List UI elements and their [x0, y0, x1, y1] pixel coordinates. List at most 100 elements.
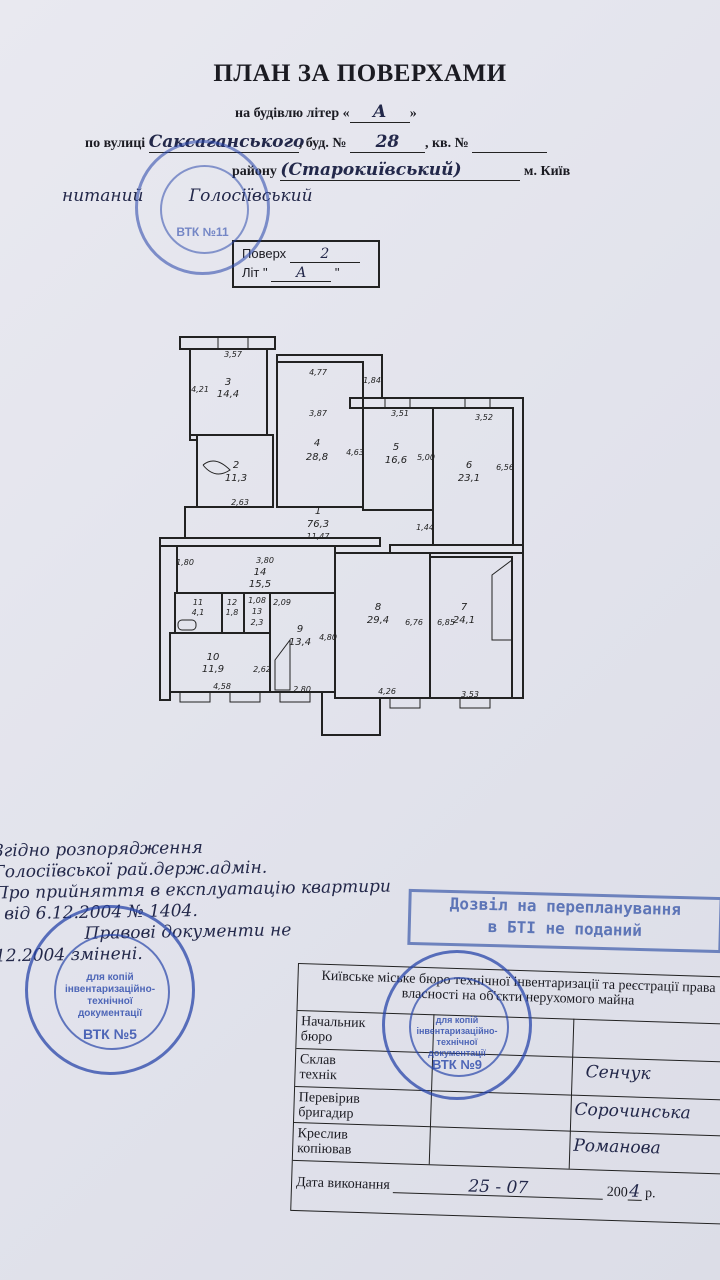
- dimension: 6,76: [405, 618, 423, 627]
- dimension: 3,87: [309, 409, 328, 418]
- room-area: 76,3: [307, 519, 329, 530]
- windows: [179, 336, 491, 709]
- stamp-vtk-5: для копій інвентаризаційно-технічної док…: [25, 905, 195, 1075]
- stamp-vtk-11: ВТК №11: [135, 140, 270, 275]
- room-number: 8: [375, 602, 381, 613]
- room-number: 4: [314, 438, 320, 449]
- document-title: ПЛАН ЗА ПОВЕРХАМИ: [213, 60, 507, 87]
- building-letter-label: на будівлю літер «: [235, 106, 350, 121]
- apartment-value: [472, 136, 548, 153]
- stamp-name: ВТК №9: [431, 1057, 483, 1072]
- room-4-outline: [276, 361, 364, 508]
- bathtub-11: [177, 619, 197, 631]
- room-area: 2,3: [251, 618, 264, 627]
- date-label: Дата виконання: [295, 1175, 391, 1193]
- dimension: 4,26: [378, 687, 396, 696]
- city-label: м. Київ: [523, 164, 571, 179]
- dimension: 4,58: [213, 682, 231, 691]
- room-number: 6: [466, 460, 472, 471]
- room-number: 14: [254, 567, 267, 578]
- room-number: 2: [233, 460, 239, 471]
- room-number: 5: [393, 442, 399, 453]
- redevelopment-stamp: Дозвіл на перепланування в БТІ не подани…: [407, 888, 720, 954]
- room-labels: 314,4 4 28,8 5 16,6 6 23,1 2 11,3 1 76,3 1415…: [192, 377, 481, 675]
- role-label: Начальник бюро: [300, 1014, 366, 1046]
- role-label: Перевірив бригадир: [298, 1090, 361, 1122]
- building-letter-close: »: [409, 106, 417, 121]
- dimension: 3,57: [224, 350, 243, 359]
- dimension: 11,47: [307, 532, 331, 541]
- room-number: 10: [207, 652, 220, 663]
- room-number: 7: [461, 602, 468, 613]
- room-number: 11: [193, 598, 203, 607]
- signer-name: Сорочинська: [574, 1099, 691, 1124]
- room-2-outline: [196, 434, 274, 508]
- district-note-label: нитаний: [62, 186, 144, 206]
- stairs-7: [491, 559, 513, 641]
- dimension: 3,80: [256, 556, 274, 565]
- lit-label: Літ ": [242, 265, 268, 280]
- room-area: 13,4: [289, 637, 311, 648]
- dimension: 2,80: [293, 685, 311, 694]
- dimension: 6,56: [496, 463, 514, 472]
- date-value: 25 - 07: [393, 1176, 604, 1200]
- stamp-name: ВТК №11: [176, 225, 229, 239]
- dimension: 3,53: [461, 690, 479, 699]
- dimension: 1,84: [363, 376, 381, 385]
- district-value: (Старокиївський): [280, 160, 521, 181]
- signer-name: Романова: [573, 1135, 662, 1159]
- dimension: 1,80: [176, 558, 194, 567]
- room-area: 24,1: [453, 615, 475, 626]
- room-area: 11,9: [202, 664, 224, 675]
- room-area: 29,4: [367, 615, 389, 626]
- room-area: 15,5: [249, 579, 271, 590]
- stamp-vtk-9: для копій інвентаризаційно-технічної док…: [382, 950, 532, 1100]
- dimension: 1,08: [248, 596, 266, 605]
- dimension: 4,77: [309, 368, 328, 377]
- room-area: 4,1: [192, 608, 205, 617]
- apartment-label: , кв. №: [424, 136, 469, 151]
- lit-value: А: [271, 265, 332, 282]
- room-area: 23,1: [458, 473, 480, 484]
- year-suffix: р.: [644, 1186, 656, 1202]
- signer-name: Сенчук: [585, 1062, 651, 1085]
- room-area: 14,4: [217, 389, 239, 400]
- house-label: , буд. №: [298, 136, 347, 151]
- dimension-labels: 3,57 4,21 4,77 1,84 3,87 4,63 3,51 5,00 …: [176, 350, 514, 699]
- building-letter-value: А: [349, 102, 410, 123]
- stamp-text: для копій інвентаризаційно-технічної док…: [64, 972, 156, 1019]
- wall-middle-right: [389, 544, 524, 554]
- stamp-text: для копій інвентаризаційно-технічної док…: [416, 1015, 498, 1058]
- room-area: 16,6: [385, 455, 407, 466]
- house-value: 28: [349, 132, 425, 153]
- floor-value: 2: [289, 246, 360, 263]
- dimension: 4,80: [319, 633, 337, 642]
- dimension: 1,44: [416, 523, 434, 532]
- dimension: 5,00: [417, 453, 435, 462]
- dimension: 4,21: [191, 385, 209, 394]
- role-label: Креслив копіював: [296, 1126, 352, 1158]
- street-label: по вулиці: [85, 136, 146, 151]
- dimension: 2,62: [253, 665, 271, 674]
- room-area: 1,8: [226, 608, 239, 617]
- bathtub: [202, 460, 231, 475]
- dimension: 2,09: [273, 598, 291, 607]
- year-prefix: 200: [606, 1184, 628, 1201]
- lit-close: ": [334, 265, 340, 280]
- dimension: 6,85: [437, 618, 455, 627]
- room-area: 11,3: [225, 473, 247, 484]
- room-number: 9: [297, 624, 303, 635]
- year-digit: 4: [627, 1181, 642, 1202]
- dimension: 3,52: [475, 413, 493, 422]
- room-number: 12: [227, 598, 237, 607]
- floor-plan: 314,4 4 28,8 5 16,6 6 23,1 2 11,3 1 76,3 1415…: [159, 336, 524, 736]
- room-7-outline: [429, 556, 513, 699]
- room-area: 28,8: [306, 452, 328, 463]
- dimension: 4,63: [346, 448, 364, 457]
- room-number: 13: [252, 607, 262, 616]
- room-number: 3: [225, 377, 231, 388]
- room-number: 1: [315, 506, 321, 517]
- wall-top-left: [179, 336, 276, 350]
- dimension: 3,51: [391, 409, 409, 418]
- stairs-9: [274, 638, 291, 691]
